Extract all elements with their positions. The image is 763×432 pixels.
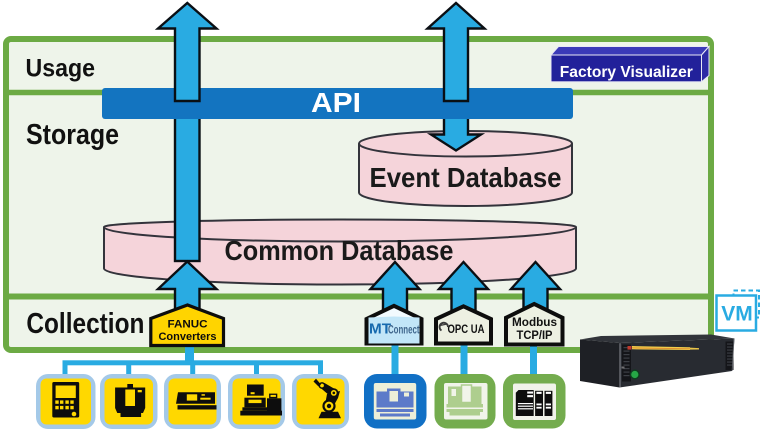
svg-text:Factory Visualizer: Factory Visualizer — [560, 64, 693, 81]
svg-text:Event Database: Event Database — [370, 162, 562, 193]
svg-text:FANUC: FANUC — [168, 319, 208, 331]
svg-text:OPC UA: OPC UA — [448, 324, 485, 336]
svg-text:Storage: Storage — [26, 119, 119, 151]
svg-text:Collection: Collection — [26, 308, 144, 340]
svg-text:TCP/IP: TCP/IP — [517, 330, 553, 342]
svg-text:API: API — [311, 87, 361, 118]
svg-text:Modbus: Modbus — [512, 317, 557, 329]
svg-text:MT: MT — [369, 322, 391, 338]
svg-text:Usage: Usage — [26, 55, 96, 83]
svg-text:Connect: Connect — [388, 325, 420, 337]
svg-text:Converters: Converters — [159, 331, 217, 343]
svg-text:Common Database: Common Database — [225, 235, 454, 266]
svg-text:VM: VM — [721, 303, 753, 326]
